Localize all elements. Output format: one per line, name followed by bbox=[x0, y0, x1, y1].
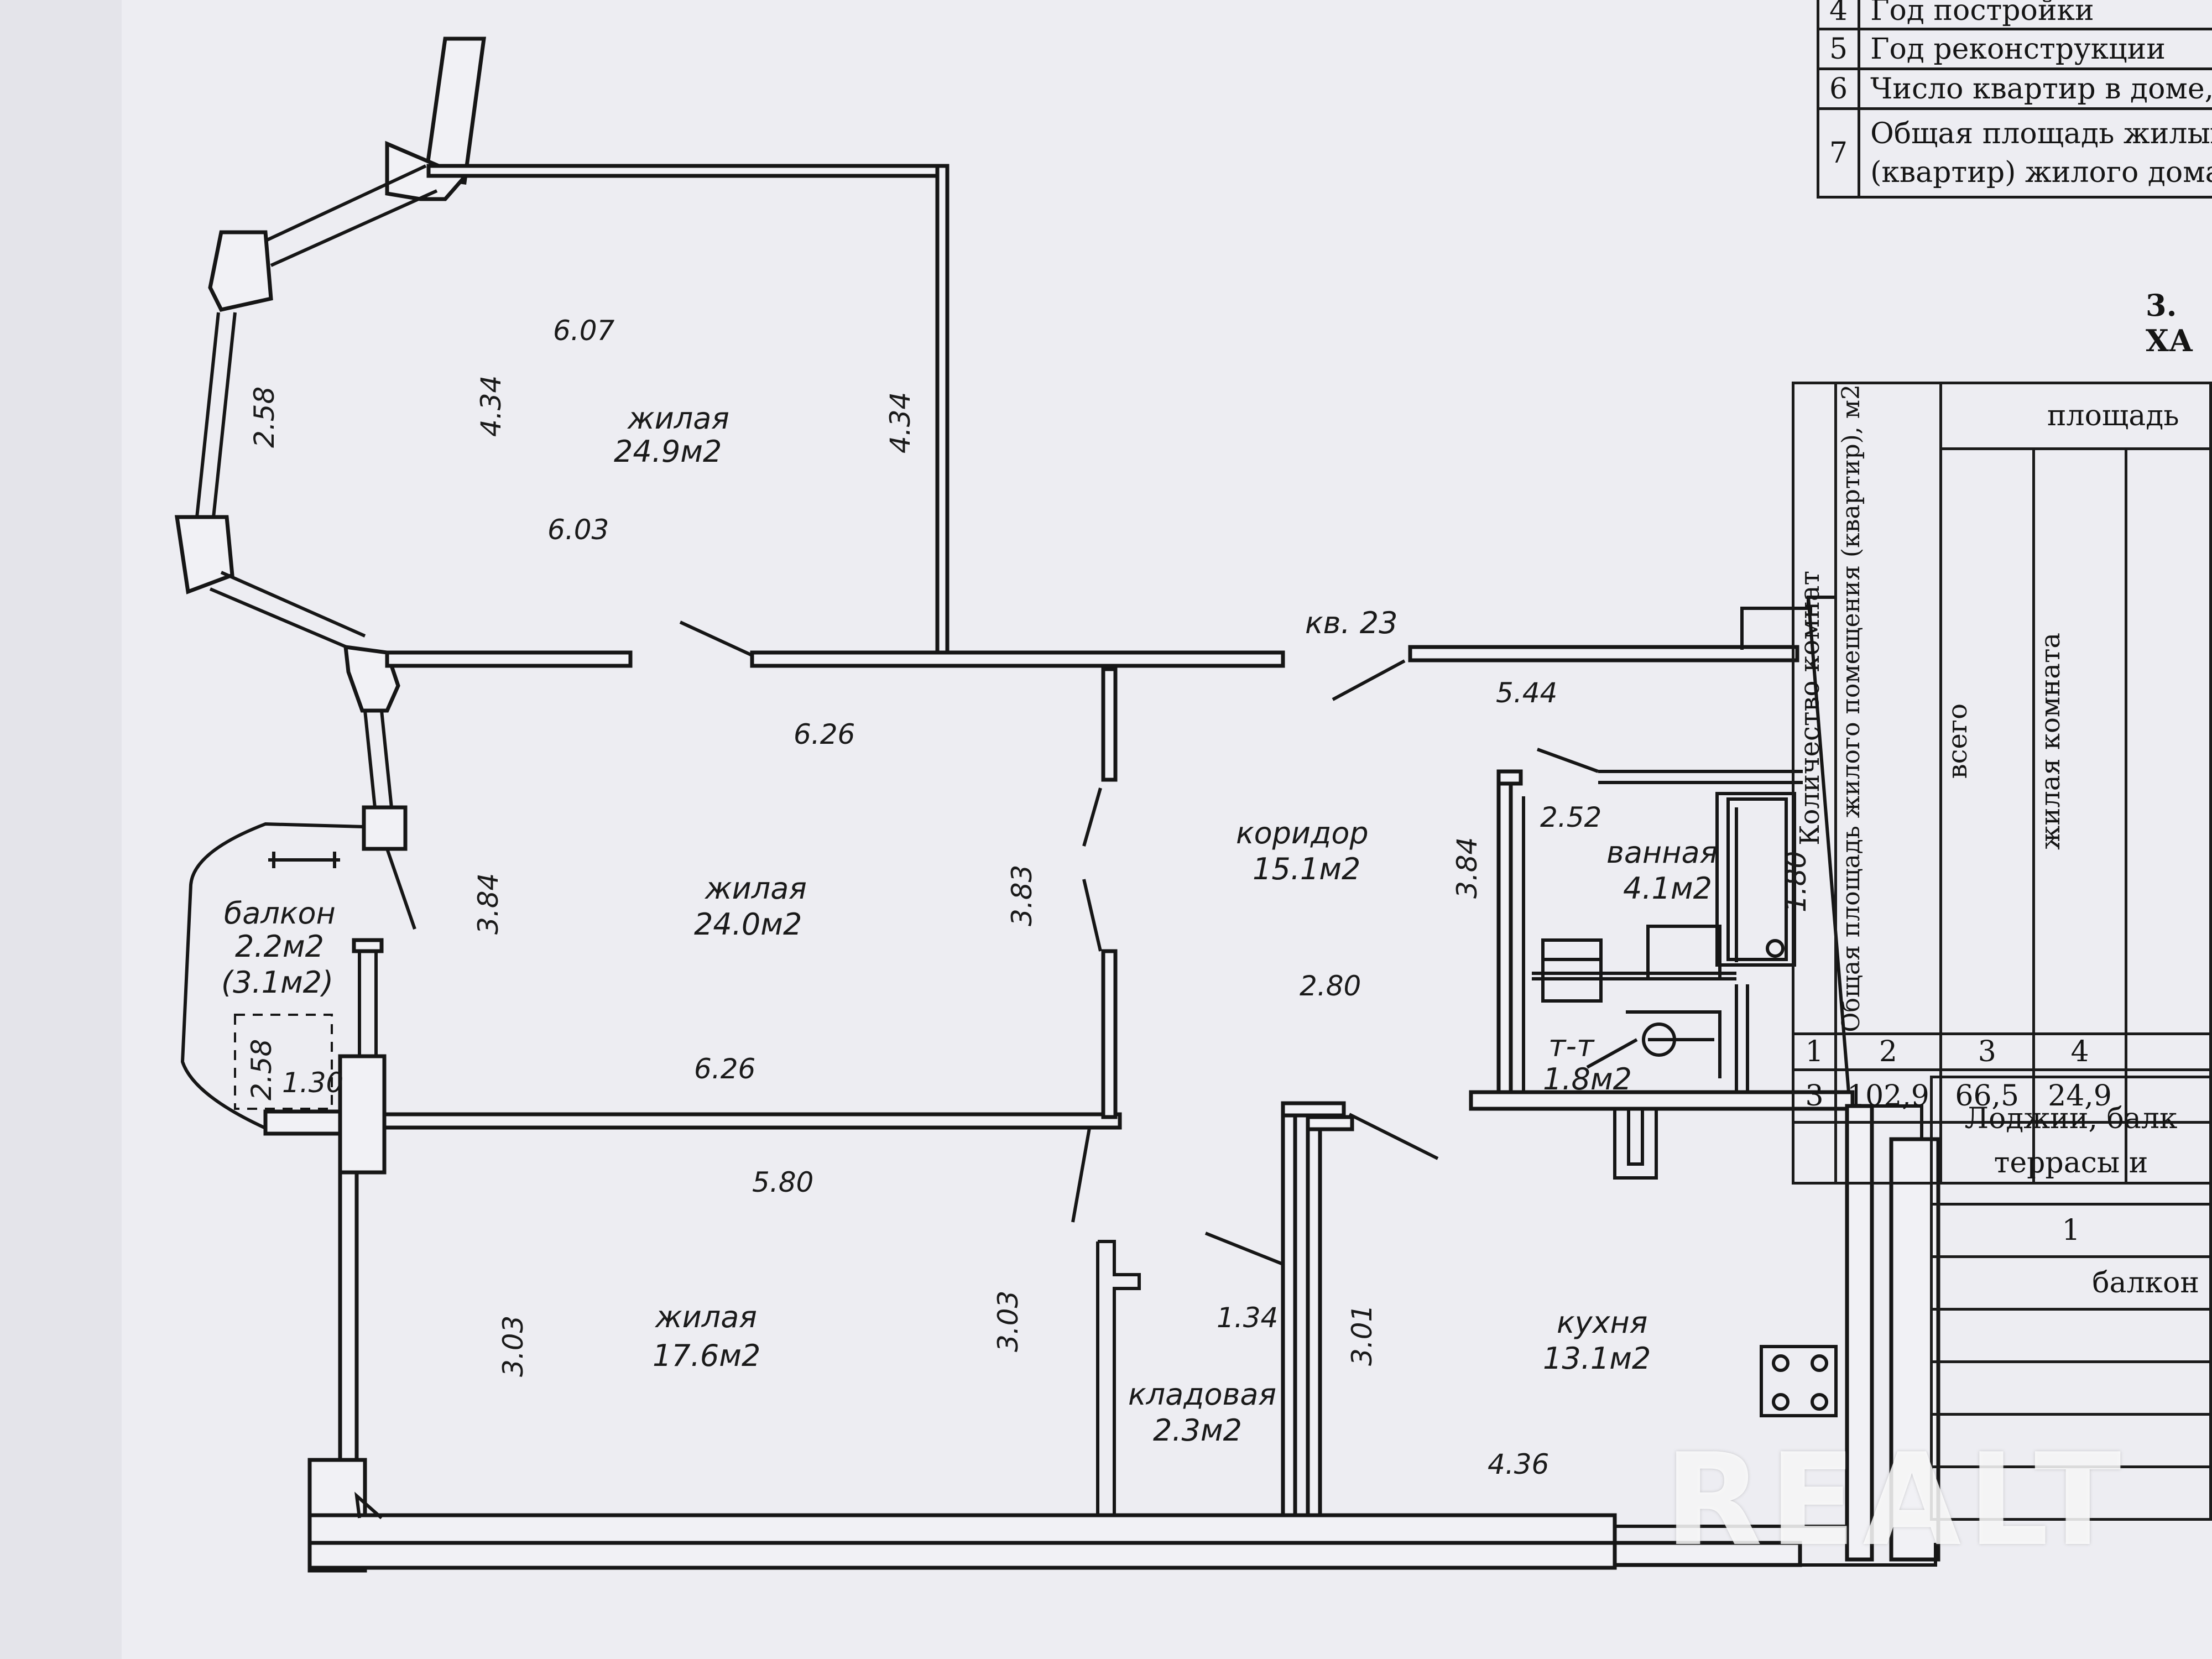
col-number: 1 bbox=[1792, 1032, 1837, 1071]
header-area-group: площадь bbox=[1939, 381, 2212, 451]
section-title: 3. ХА bbox=[2146, 288, 2193, 358]
header-total-area: Общая площадь жилого помещения (квартир)… bbox=[1834, 382, 1942, 1035]
balcony-table: Лоджии, балк террасы и 1 балкон bbox=[1930, 1076, 2212, 1521]
room3-name: жилая bbox=[654, 1300, 757, 1334]
dim-434-right: 4.34 bbox=[884, 392, 916, 453]
dim-258-bay: 2.58 bbox=[248, 387, 280, 448]
dim-384: 3.84 bbox=[472, 873, 504, 935]
row-text-multiline: Общая площадь жилых (квартир) жилого дома bbox=[1858, 107, 2212, 199]
watermark-logo: REALT bbox=[1665, 1427, 2128, 1574]
header-all: всего bbox=[1939, 447, 2035, 1035]
room1-name: жилая bbox=[627, 401, 729, 436]
row-text: Год реконструкции bbox=[1858, 28, 2212, 70]
dim-436: 4.36 bbox=[1488, 1448, 1549, 1480]
col-number bbox=[2125, 1032, 2212, 1071]
col-number: 3 bbox=[1939, 1032, 2035, 1071]
dim-434-left: 4.34 bbox=[475, 375, 507, 437]
balcony-col-number: 1 bbox=[1930, 1203, 2212, 1258]
room2-area: 24.0м2 bbox=[694, 907, 802, 942]
col-number: 4 bbox=[2032, 1032, 2128, 1071]
kitchen-name: кухня bbox=[1557, 1305, 1647, 1340]
header-living-room: жилая комната bbox=[2032, 447, 2128, 1035]
dim-544: 5.44 bbox=[1496, 677, 1557, 709]
value-rooms: 3 bbox=[1792, 1068, 1837, 1124]
dim-580: 5.80 bbox=[752, 1166, 813, 1198]
corridor-name: коридор bbox=[1236, 816, 1369, 851]
header-extra bbox=[2125, 447, 2212, 1035]
dim-252: 2.52 bbox=[1540, 801, 1601, 833]
dim-303-right: 3.03 bbox=[992, 1291, 1024, 1352]
dim-626-bottom: 6.26 bbox=[694, 1053, 755, 1085]
row-num: 5 bbox=[1816, 28, 1861, 70]
room2-name: жилая bbox=[704, 871, 807, 906]
characteristics-table: Количество комнат Общая площадь жилого п… bbox=[1792, 381, 2212, 1185]
row-num: 4 bbox=[1816, 0, 1861, 30]
dim-384-b: 3.84 bbox=[1451, 837, 1483, 899]
row-text-line1: Общая площадь жилых bbox=[1870, 117, 2212, 150]
dim-383: 3.83 bbox=[1006, 865, 1038, 926]
toilet-area: 1.8м2 bbox=[1543, 1062, 1632, 1097]
row-num: 6 bbox=[1816, 67, 1861, 110]
balcony-row: балкон bbox=[1930, 1255, 2212, 1311]
value-total: 102,9 bbox=[1834, 1068, 1942, 1124]
toilet-name: т-т bbox=[1548, 1029, 1595, 1063]
header-text: всего bbox=[1942, 703, 1973, 779]
balcony-name: балкон bbox=[224, 896, 336, 931]
room3-area: 17.6м2 bbox=[653, 1338, 760, 1373]
header-text: Общая площадь жилого помещения (квартир)… bbox=[1837, 384, 1865, 1032]
dim-130: 1.30 bbox=[282, 1067, 343, 1099]
dim-301: 3.01 bbox=[1346, 1305, 1378, 1366]
dim-626-top: 6.26 bbox=[794, 718, 855, 750]
kitchen-area: 13.1м2 bbox=[1543, 1341, 1651, 1376]
col-number: 2 bbox=[1834, 1032, 1942, 1071]
header-text: Количество комнат bbox=[1794, 571, 1826, 846]
dim-280: 2.80 bbox=[1300, 970, 1361, 1002]
balcony-area: 2.2м2 bbox=[235, 929, 324, 964]
storage-area: 2.3м2 bbox=[1153, 1413, 1242, 1448]
header-text: жилая комната bbox=[2034, 632, 2066, 850]
dim-607: 6.07 bbox=[553, 315, 615, 347]
balcony-table-header: Лоджии, балк террасы и bbox=[1930, 1076, 2212, 1206]
dim-303-left: 3.03 bbox=[497, 1316, 529, 1377]
corridor-area: 15.1м2 bbox=[1253, 852, 1360, 886]
row-text-line2: (квартир) жилого дома bbox=[1870, 155, 2212, 189]
storage-name: кладовая bbox=[1128, 1377, 1276, 1412]
bay-window-walls bbox=[174, 36, 487, 819]
dim-603: 6.03 bbox=[547, 514, 609, 546]
balcony-title-line1: Лоджии, балк bbox=[1964, 1102, 2178, 1135]
bathroom-area: 4.1м2 bbox=[1623, 871, 1712, 906]
bathroom-name: ванная bbox=[1606, 835, 1718, 870]
apartment-label: кв. 23 bbox=[1305, 606, 1397, 640]
header-rooms-count: Количество комнат bbox=[1792, 382, 1837, 1035]
balcony-area-alt: (3.1м2) bbox=[221, 965, 333, 1000]
room1-area: 24.9м2 bbox=[614, 434, 722, 469]
row-text: Число квартир в доме, ш bbox=[1858, 67, 2212, 110]
dim-258-balcony: 2.58 bbox=[246, 1039, 278, 1100]
balcony-title-line2: террасы и bbox=[1994, 1146, 2148, 1180]
dim-134: 1.34 bbox=[1217, 1302, 1278, 1334]
row-text: Год постройки bbox=[1858, 0, 2212, 30]
row-num: 7 bbox=[1816, 107, 1861, 199]
